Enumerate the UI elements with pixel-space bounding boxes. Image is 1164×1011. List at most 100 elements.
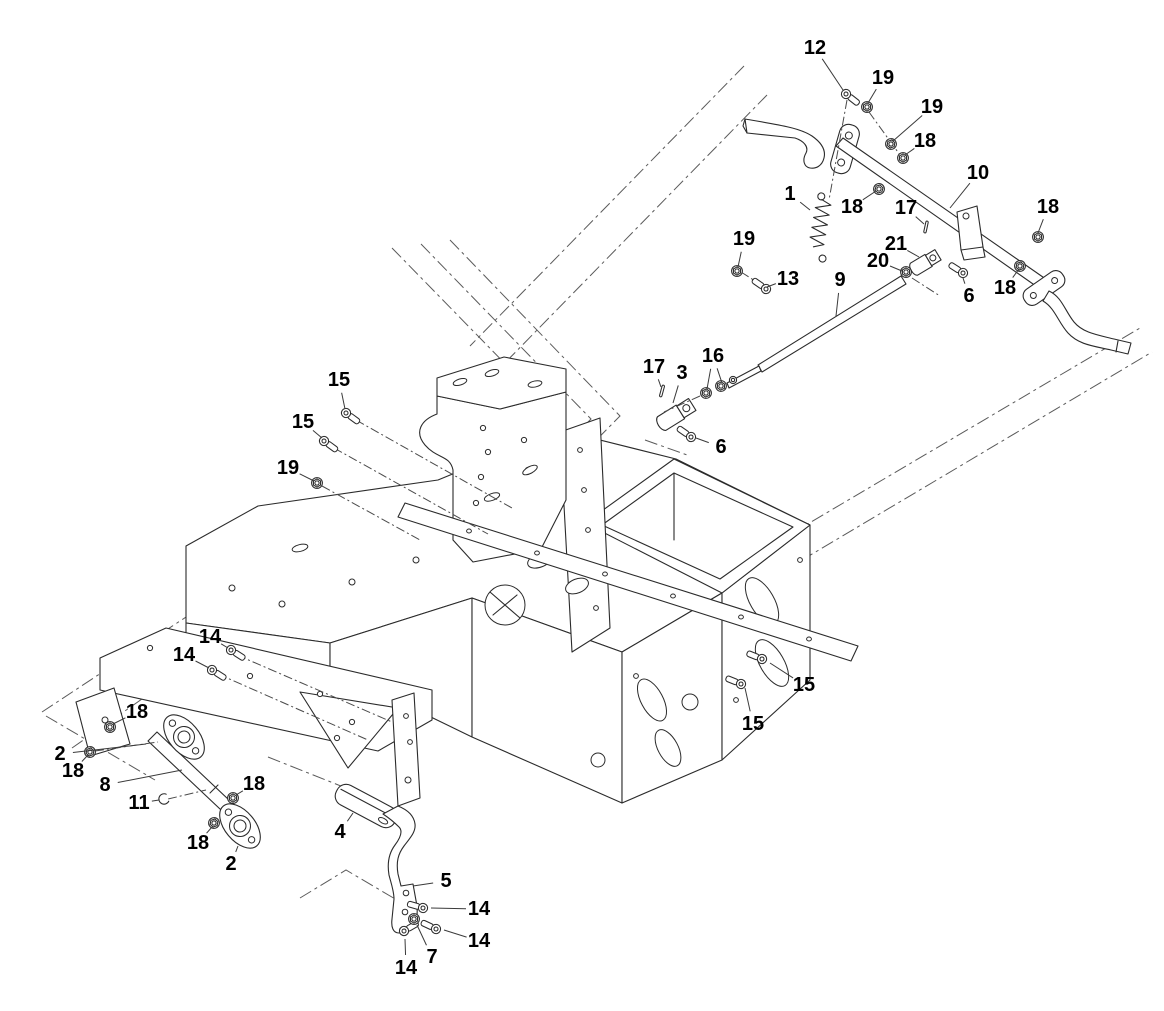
leader-line-18	[862, 190, 877, 201]
bolt-icon-part-14	[420, 919, 442, 935]
nut-icon-part-7	[408, 913, 420, 925]
nut-icon-part-18	[873, 183, 885, 195]
bearing-flange-left	[163, 714, 205, 760]
bent-rod-cap-line	[1115, 340, 1119, 353]
part-callout-13: 13	[777, 268, 799, 290]
clevis-lower	[656, 397, 697, 431]
axis-line	[911, 277, 941, 297]
part-callout-9: 9	[834, 269, 845, 291]
part-callout-12: 12	[804, 37, 826, 59]
handle-end-cap	[742, 118, 748, 134]
part-callout-14: 14	[468, 898, 491, 920]
bolt-icon-part-14	[406, 900, 429, 914]
bolt-icon-part-6	[948, 262, 969, 279]
washer-icon-part-16	[728, 375, 738, 385]
part-callout-2: 2	[225, 853, 236, 875]
nut-icon-part-18	[227, 792, 239, 804]
part-callout-18: 18	[994, 277, 1016, 299]
bar-bracket-foot	[960, 246, 986, 261]
nut-icon-part-19	[861, 101, 873, 113]
phantom-chevron	[299, 869, 403, 904]
leader-line-18	[235, 790, 244, 796]
leader-line-19	[737, 251, 742, 268]
part-callout-8: 8	[99, 774, 110, 796]
leader-line-14	[443, 929, 467, 938]
leader-line-15	[341, 392, 346, 410]
leader-line-18	[1012, 268, 1020, 278]
nut-icon-part-18	[897, 152, 909, 164]
frame-tower-top-plate	[436, 356, 567, 410]
axis-line	[663, 395, 701, 413]
leader-line-8	[117, 769, 183, 784]
pin-icon-part-17	[659, 384, 665, 398]
phantom-line	[644, 439, 691, 457]
leader-line-18	[1037, 218, 1044, 234]
part-callout-18: 18	[126, 701, 148, 723]
leader-line-18	[904, 148, 915, 156]
bolt-icon-part-6	[676, 425, 697, 443]
part-callout-18: 18	[841, 196, 863, 218]
leader-line-2	[72, 743, 147, 753]
axis-line	[217, 673, 369, 741]
part-callout-19: 19	[733, 228, 755, 250]
part-callout-18: 18	[62, 760, 84, 782]
shaft-groove	[209, 784, 219, 794]
leader-line-5	[412, 882, 434, 887]
bolt-icon-part-15	[318, 435, 339, 453]
phantom-rail	[469, 65, 745, 347]
frame-cross-member	[397, 502, 859, 662]
axis-line	[94, 741, 159, 752]
leader-line-10	[949, 182, 971, 209]
nut-icon-part-18	[104, 721, 116, 733]
axis-line	[321, 485, 421, 541]
fastener-axis-lines	[94, 99, 941, 800]
phantom-rail	[749, 327, 1141, 559]
bent-rod-end	[1042, 290, 1132, 355]
leader-line-3	[672, 385, 679, 404]
axis-line	[167, 789, 207, 800]
part-callout-1: 1	[784, 183, 795, 205]
leader-line-6	[962, 277, 966, 284]
part-callout-19: 19	[921, 96, 943, 118]
nut-icon-part-18	[1014, 260, 1026, 272]
bolt-icon-part-15	[725, 675, 747, 690]
leader-line-14	[430, 907, 467, 910]
part-callout-14: 14	[199, 626, 222, 648]
part-callout-18: 18	[914, 130, 936, 152]
part-callout-14: 14	[395, 957, 418, 979]
part-callout-5: 5	[440, 870, 451, 892]
leader-line-17	[915, 216, 925, 225]
bar-bracket	[956, 205, 984, 254]
leader-line-18	[206, 826, 213, 834]
part-callout-18: 18	[1037, 196, 1059, 218]
bolt-icon-part-15	[746, 650, 768, 665]
part-callout-18: 18	[243, 773, 265, 795]
part-callout-17: 17	[895, 197, 917, 219]
axis-line	[333, 447, 489, 535]
leader-line-18	[112, 717, 126, 725]
leader-line-20	[889, 265, 903, 272]
bolt-icon-part-14	[206, 664, 227, 681]
leader-line-14	[220, 643, 229, 649]
part-callout-17: 17	[643, 356, 665, 378]
leader-line-7	[416, 924, 427, 946]
part-callout-14: 14	[173, 644, 196, 666]
nut-icon-part-16	[700, 387, 712, 399]
leader-line-12	[821, 58, 844, 91]
part-callout-20: 20	[867, 250, 889, 272]
exploded-parts	[147, 118, 1132, 934]
leader-line-19	[892, 115, 923, 142]
nut-icon-part-19	[311, 477, 323, 489]
leader-line-9	[835, 292, 840, 317]
tension-spring	[809, 192, 832, 263]
phantom-line	[45, 715, 156, 781]
part-callout-14: 14	[468, 930, 491, 952]
nut-icon-part-19	[731, 265, 743, 277]
part-callout-19: 19	[872, 67, 894, 89]
pin-icon-part-17	[923, 220, 929, 234]
part-callout-15: 15	[793, 674, 815, 696]
leader-line-2	[235, 845, 239, 853]
